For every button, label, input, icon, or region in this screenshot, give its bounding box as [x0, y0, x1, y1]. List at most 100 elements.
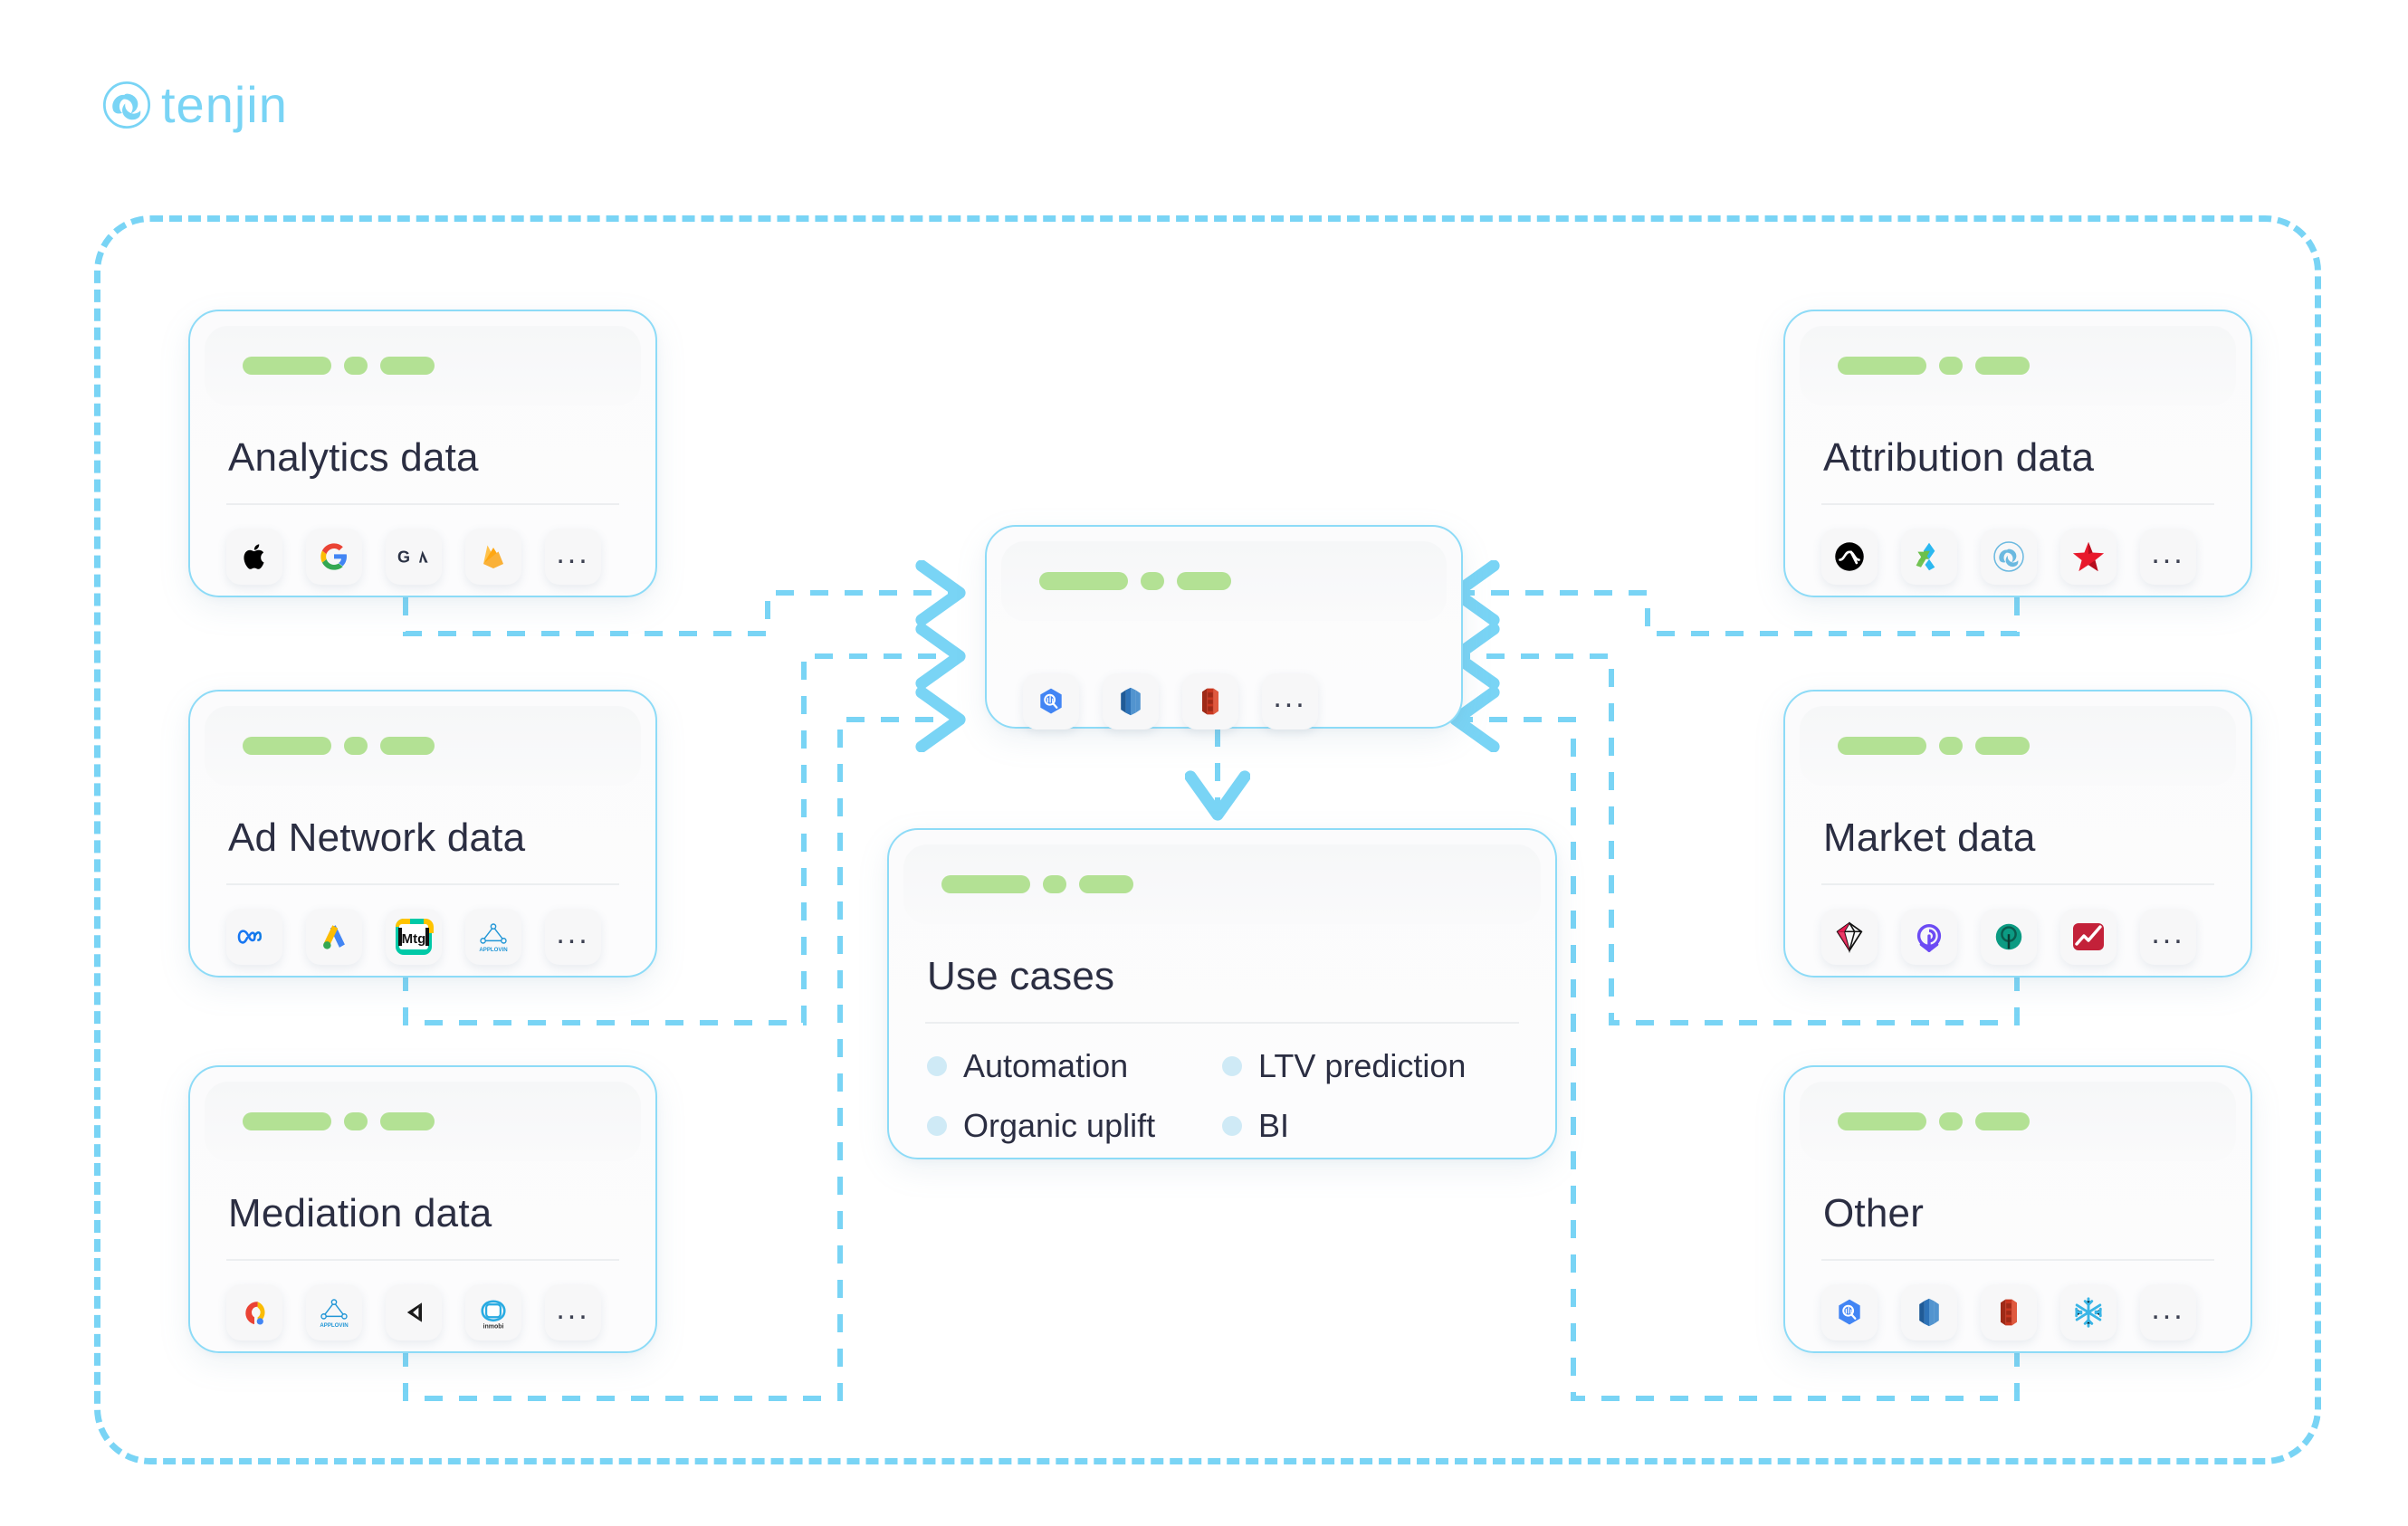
svg-text:Mtg: Mtg: [402, 931, 426, 947]
card-mediation-data[interactable]: Mediation data APPLOVIN inmobi ...: [188, 1065, 657, 1353]
placeholder-pill: [1939, 737, 1963, 755]
adjust-icon[interactable]: [1901, 529, 1957, 586]
apptopia-icon[interactable]: [1901, 909, 1957, 966]
wire-market: [1456, 656, 2020, 1025]
google-ads-icon[interactable]: [306, 909, 362, 966]
unity-icon[interactable]: [386, 1284, 442, 1341]
divider: [226, 883, 619, 886]
mintegral-icon[interactable]: Mtg: [386, 909, 442, 966]
placeholder-pill: [1039, 572, 1128, 590]
firebase-icon[interactable]: [465, 529, 521, 586]
more-ellipsis-icon[interactable]: ...: [1262, 673, 1318, 730]
card-header-bar: [205, 1082, 641, 1161]
inmobi-icon[interactable]: inmobi: [465, 1284, 521, 1341]
placeholder-pill: [1079, 875, 1133, 893]
ellipsis-label: ...: [2151, 535, 2185, 570]
placeholder-pill: [243, 1112, 331, 1130]
more-ellipsis-icon[interactable]: ...: [545, 1284, 601, 1341]
icon-row: Mtg APPLOVIN ...: [190, 885, 655, 966]
placeholder-pill: [1043, 875, 1066, 893]
placeholder-pill: [1838, 737, 1926, 755]
svg-text:G: G: [397, 548, 410, 567]
placeholder-pill: [380, 737, 435, 755]
more-ellipsis-icon[interactable]: ...: [2140, 1284, 2196, 1341]
ellipsis-label: ...: [556, 1291, 590, 1326]
appmagic-icon[interactable]: [1981, 909, 2037, 966]
page-title: Analytics data: [228, 435, 479, 480]
bullet-dot-icon: [1222, 1056, 1242, 1077]
svg-text:APPLOVIN: APPLOVIN: [479, 947, 507, 953]
placeholder-pill: [243, 357, 331, 375]
tenjin-pinwheel-icon: [102, 81, 151, 129]
snowflake-icon[interactable]: [2060, 1284, 2117, 1341]
page-title: Use cases: [927, 954, 1115, 998]
meta-icon[interactable]: [226, 909, 282, 966]
bigquery-icon[interactable]: [1023, 673, 1079, 730]
bullet-dot-icon: [927, 1116, 947, 1137]
card-attribution-data[interactable]: Attribution data ...: [1783, 310, 2252, 597]
page-title: Mediation data: [228, 1191, 492, 1235]
google-icon[interactable]: [306, 529, 362, 586]
more-ellipsis-icon[interactable]: ...: [545, 529, 601, 586]
placeholder-pill: [243, 737, 331, 755]
wire-mediation: [403, 720, 960, 1401]
appsflyer-icon[interactable]: [1821, 529, 1878, 586]
icon-row: APPLOVIN inmobi ...: [190, 1261, 655, 1341]
page-title: Attribution data: [1823, 435, 2095, 480]
use-case-label: Organic uplift: [963, 1107, 1156, 1145]
ellipsis-label: ...: [1273, 680, 1307, 715]
card-other[interactable]: Other ...: [1783, 1065, 2252, 1353]
icon-row: ...: [1785, 885, 2250, 966]
card-use-cases[interactable]: Use cases Automation LTV prediction Orga…: [887, 828, 1557, 1159]
more-ellipsis-icon[interactable]: ...: [545, 909, 601, 966]
kochava-star-icon[interactable]: [2060, 529, 2117, 586]
placeholder-pill: [380, 1112, 435, 1130]
bullet-dot-icon: [927, 1056, 947, 1077]
aws-icon[interactable]: [1182, 673, 1238, 730]
apple-icon[interactable]: [226, 529, 282, 586]
card-data-warehouse[interactable]: ...: [985, 525, 1463, 730]
page-title: Other: [1823, 1191, 1925, 1235]
use-case-label: Automation: [963, 1047, 1129, 1085]
tenjin-icon[interactable]: [1981, 529, 2037, 586]
card-header-bar: [903, 844, 1541, 924]
ellipsis-label: ...: [556, 535, 590, 570]
wire-attribution: [1456, 593, 2020, 636]
card-header-bar: [1800, 326, 2236, 405]
applovin-icon[interactable]: APPLOVIN: [465, 909, 521, 966]
placeholder-pill: [1975, 737, 2030, 755]
list-item[interactable]: Automation: [927, 1047, 1222, 1085]
sensor-tower-icon[interactable]: [1821, 909, 1878, 966]
card-header-bar: [1800, 1082, 2236, 1161]
bigquery-icon[interactable]: [1821, 1284, 1878, 1341]
applovin-icon[interactable]: APPLOVIN: [306, 1284, 362, 1341]
use-case-label: BI: [1258, 1107, 1290, 1145]
more-ellipsis-icon[interactable]: ...: [2140, 529, 2196, 586]
aws-icon[interactable]: [1981, 1284, 2037, 1341]
divider: [1821, 1259, 2214, 1262]
card-market-data[interactable]: Market data ...: [1783, 690, 2252, 978]
page-title: Ad Network data: [228, 815, 526, 860]
more-ellipsis-icon[interactable]: ...: [2140, 909, 2196, 966]
list-item[interactable]: LTV prediction: [1222, 1047, 1517, 1085]
card-analytics-data[interactable]: Analytics data G ...: [188, 310, 657, 597]
redshift-icon[interactable]: [1901, 1284, 1957, 1341]
svg-text:inmobi: inmobi: [483, 1324, 504, 1330]
ellipsis-label: ...: [556, 915, 590, 950]
divider: [1821, 883, 2214, 886]
list-item[interactable]: Organic uplift: [927, 1107, 1222, 1145]
redshift-icon[interactable]: [1103, 673, 1159, 730]
card-header-bar: [205, 706, 641, 786]
placeholder-pill: [1141, 572, 1164, 590]
google-analytics-icon[interactable]: G: [386, 529, 442, 586]
placeholder-pill: [1177, 572, 1231, 590]
placeholder-pill: [1939, 357, 1963, 375]
icon-row: ...: [987, 621, 1461, 730]
app-annie-icon[interactable]: [2060, 909, 2117, 966]
bullet-dot-icon: [1222, 1116, 1242, 1137]
divider: [226, 503, 619, 506]
list-item[interactable]: BI: [1222, 1107, 1517, 1145]
divider: [925, 1022, 1519, 1025]
card-ad-network-data[interactable]: Ad Network data Mtg APPLOVIN ...: [188, 690, 657, 978]
admob-icon[interactable]: [226, 1284, 282, 1341]
